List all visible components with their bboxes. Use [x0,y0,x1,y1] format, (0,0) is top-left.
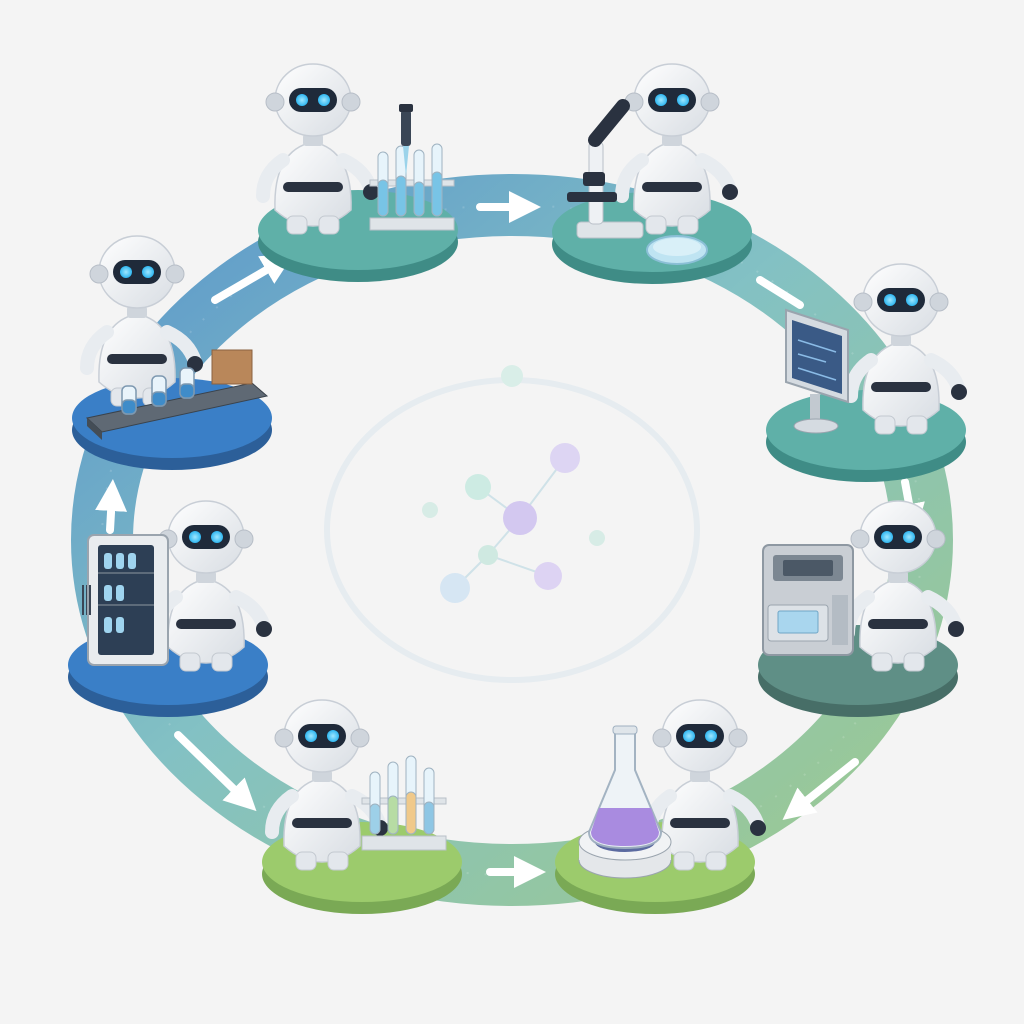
petri-dish-icon [647,236,707,264]
arrow-up-left-icon [110,495,112,530]
fridge-icon [82,535,168,665]
sequencer-icon [763,545,853,655]
